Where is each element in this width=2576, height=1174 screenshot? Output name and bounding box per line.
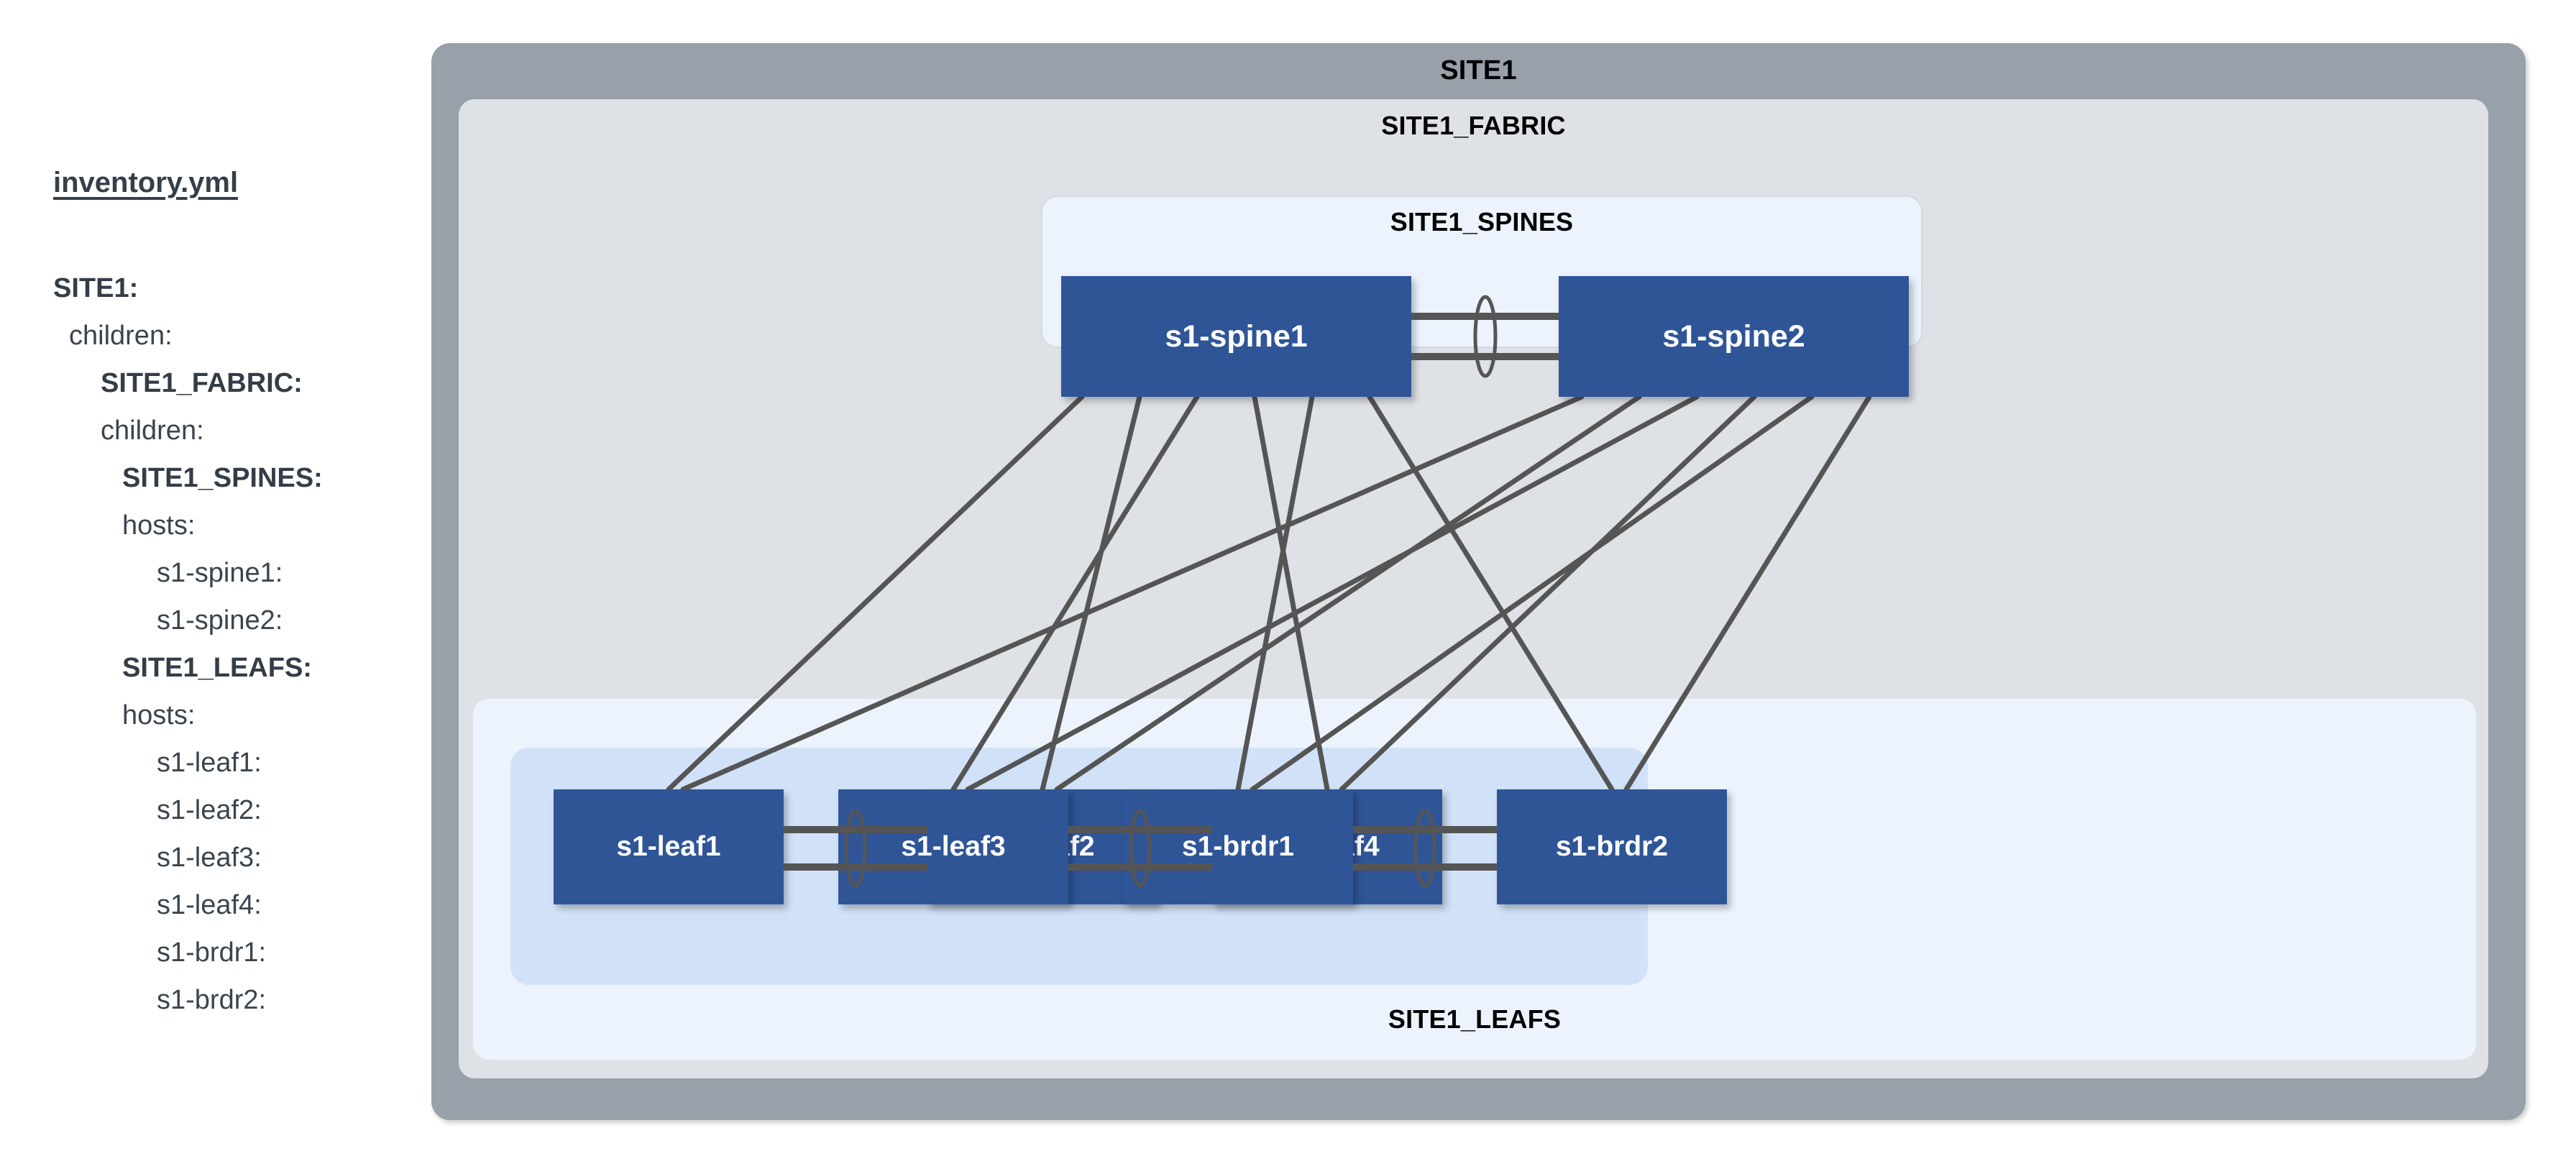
device-label-s1-spine2: s1-spine2 <box>1662 318 1805 354</box>
container-label-site1-leafs: SITE1_LEAFS <box>1388 1004 1562 1034</box>
yaml-line: children: <box>69 321 173 351</box>
yaml-line: s1-leaf4: <box>157 890 262 920</box>
yaml-line: s1-spine2: <box>157 605 283 636</box>
yaml-line: s1-leaf1: <box>157 748 262 778</box>
container-label-site1-fabric: SITE1_FABRIC <box>1381 111 1566 140</box>
yaml-line: s1-spine1: <box>157 558 283 588</box>
yaml-line: s1-leaf3: <box>157 843 262 873</box>
container-label-site1: SITE1 <box>1440 55 1517 86</box>
device-label-s1-leaf1: s1-leaf1 <box>616 831 721 862</box>
device-label-s1-leaf3: s1-leaf3 <box>901 831 1006 862</box>
device-label-s1-brdr2: s1-brdr2 <box>1555 831 1669 862</box>
yaml-line: children: <box>101 416 204 446</box>
yaml-line: SITE1_LEAFS: <box>122 653 312 683</box>
device-node-s1-brdr1[interactable]: s1-brdr1 <box>1123 789 1353 904</box>
container-label-site1-spines: SITE1_SPINES <box>1390 207 1574 237</box>
yaml-line: s1-leaf2: <box>157 795 262 825</box>
yaml-line: hosts: <box>122 700 196 730</box>
device-label-s1-spine1: s1-spine1 <box>1165 318 1308 354</box>
device-node-s1-spine2[interactable]: s1-spine2 <box>1559 276 1909 397</box>
yaml-line: SITE1: <box>53 273 139 303</box>
yaml-line: hosts: <box>122 510 196 541</box>
yaml-line: s1-brdr1: <box>157 937 267 968</box>
device-node-s1-spine1[interactable]: s1-spine1 <box>1061 276 1411 397</box>
inventory-yaml-panel: inventory.yml SITE1: children: SITE1_FABRI… <box>0 0 431 1174</box>
device-node-s1-leaf3[interactable]: s1-leaf3 <box>838 789 1068 904</box>
device-node-s1-leaf1[interactable]: s1-leaf1 <box>554 789 784 904</box>
yaml-line: s1-brdr2: <box>157 985 267 1015</box>
device-label-s1-brdr1: s1-brdr1 <box>1181 831 1295 862</box>
yaml-line: SITE1_FABRIC: <box>101 368 303 398</box>
yaml-file-title: inventory.yml <box>53 167 239 198</box>
device-node-s1-brdr2[interactable]: s1-brdr2 <box>1497 789 1727 904</box>
site1-topology-diagram: SITE1 SITE1_FABRIC SITE1_SPINES SITE1_LE… <box>431 43 2531 1122</box>
yaml-content: SITE1: children: SITE1_FABRIC: children: SIT… <box>53 265 427 1024</box>
yaml-line: SITE1_SPINES: <box>122 463 323 493</box>
